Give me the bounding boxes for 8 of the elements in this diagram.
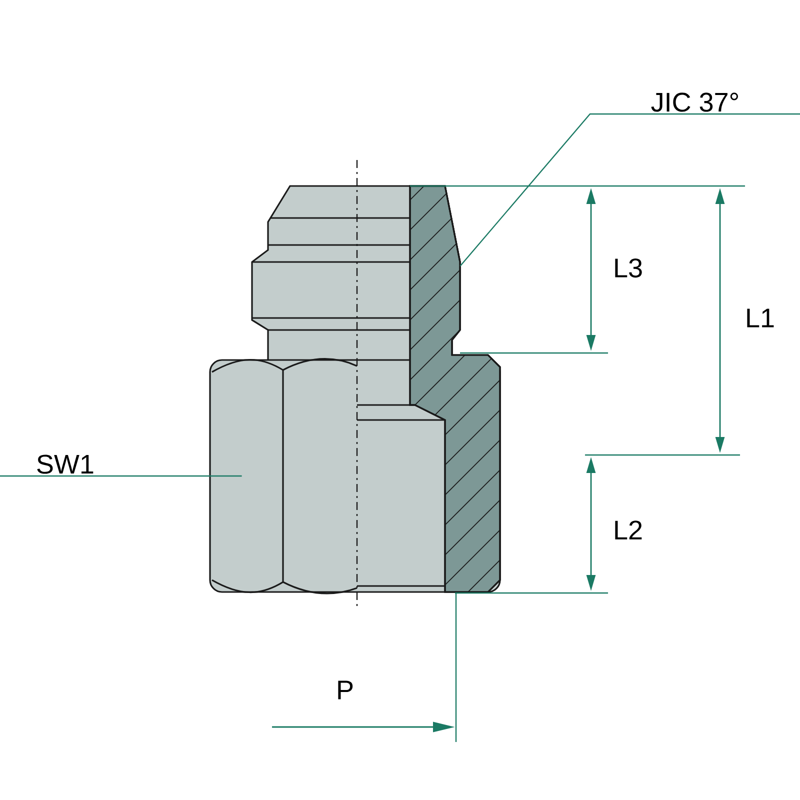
dimension-label: L1 <box>747 308 774 328</box>
callout-text: JIC 37° <box>651 92 738 112</box>
leader-line <box>460 113 800 266</box>
dimension-label: L3 <box>615 258 642 278</box>
dimension-label: L2 <box>615 520 642 540</box>
dimension-label: P <box>338 680 353 700</box>
callout-text: SW1 <box>37 454 94 474</box>
leader-line <box>0 475 242 477</box>
